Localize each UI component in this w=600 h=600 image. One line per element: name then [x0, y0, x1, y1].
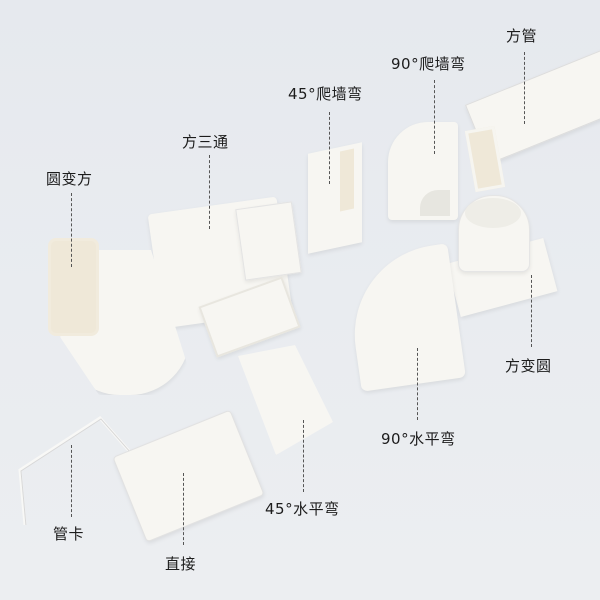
leader-pipe-clip	[71, 445, 72, 517]
leader-elbow-45-wall	[329, 112, 330, 184]
elbow-90-wall-notch	[420, 190, 450, 216]
pipe-clip-image	[18, 416, 139, 525]
label-elbow-90-horizontal: 90°水平弯	[381, 430, 456, 448]
elbow-90-horizontal-image	[343, 243, 466, 392]
leader-elbow-90-horizontal	[417, 348, 418, 420]
label-elbow-45-wall: 45°爬墙弯	[288, 85, 363, 103]
leader-elbow-45-horizontal	[303, 420, 304, 492]
label-straight-connector: 直接	[165, 555, 197, 573]
round-to-square-opening	[48, 238, 99, 336]
square-to-round-collar-inner	[465, 198, 521, 228]
label-round-to-square: 圆变方	[46, 170, 93, 188]
elbow-45-horizontal-image	[238, 345, 333, 455]
leader-square-pipe	[524, 52, 525, 124]
leader-elbow-90-wall	[434, 80, 435, 154]
leader-square-tee	[209, 155, 210, 229]
leader-square-to-round	[531, 275, 532, 347]
square-tee-outlet	[235, 201, 302, 281]
label-pipe-clip: 管卡	[53, 525, 85, 543]
label-square-tee: 方三通	[182, 133, 229, 151]
label-elbow-90-wall: 90°爬墙弯	[391, 55, 466, 73]
leader-straight-connector	[183, 473, 184, 545]
label-square-pipe: 方管	[506, 27, 538, 45]
elbow-45-wall-opening	[340, 148, 354, 212]
leader-round-to-square	[71, 193, 72, 267]
label-elbow-45-horizontal: 45°水平弯	[265, 500, 340, 518]
label-square-to-round: 方变圆	[505, 357, 552, 375]
